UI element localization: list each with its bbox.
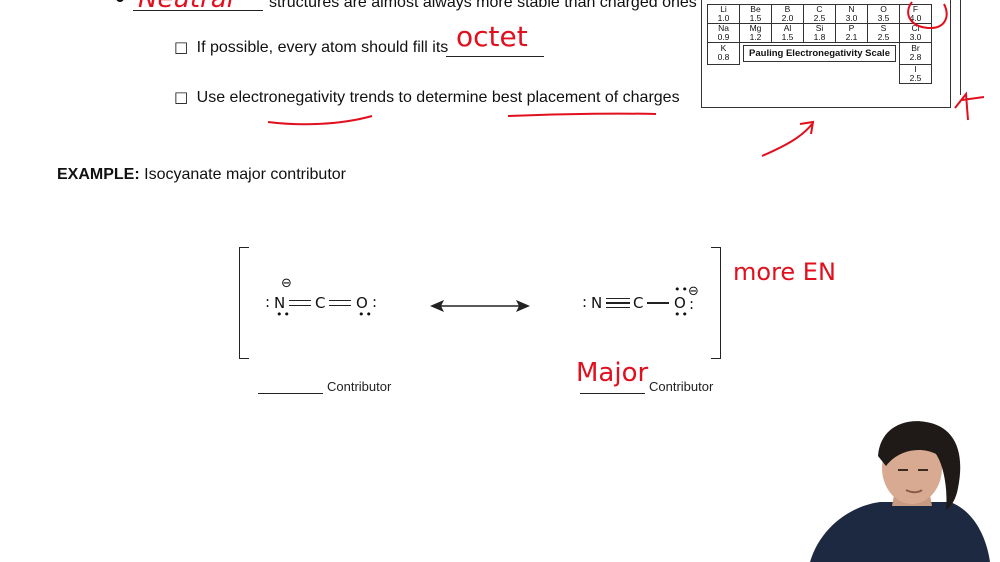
left-molecule: : ⊖ N •• C O •• :: [262, 276, 392, 325]
circle-around-f: [907, 1, 948, 30]
checkbox-icon: □: [174, 38, 189, 56]
left-o-bottom-pair: ••: [358, 308, 373, 321]
more-en-annotation: more EN: [733, 258, 836, 286]
bullet-blank-line: [133, 10, 263, 11]
presenter-video: [810, 421, 990, 562]
underline-electronegativity: [267, 115, 373, 126]
bullet-text: structures are almost always more stable…: [269, 0, 697, 11]
right-bracket: [711, 247, 721, 359]
right-single-bond: [647, 302, 669, 304]
left-n-bottom-pair: ••: [276, 308, 291, 321]
left-contributor-label: Contributor: [327, 379, 392, 394]
left-atom-c: C: [315, 294, 326, 312]
example-label: EXAMPLE:: [57, 166, 140, 183]
left-double-bond-1: [289, 300, 311, 306]
right-o-top-pair: ••: [674, 283, 689, 296]
left-lone-pair-n: :: [265, 293, 271, 311]
underline-placement: [507, 112, 657, 117]
right-contributor-blank: [580, 393, 645, 394]
left-contributor-blank: [258, 393, 323, 394]
right-contributor-label: Contributor: [649, 379, 714, 394]
arrow-to-table: [761, 123, 813, 157]
right-molecule: : N C •• O •• ⊖ :: [580, 280, 710, 325]
right-atom-n: N: [591, 294, 603, 312]
right-lone-pair-n: :: [582, 293, 588, 311]
resonance-arrow: [430, 300, 530, 312]
en-caption-cell: Pauling Electronegativity Scale: [740, 43, 900, 65]
checkbox-icon: □: [174, 88, 189, 106]
right-lone-pair-o: :: [689, 295, 695, 313]
left-bracket: [239, 247, 249, 359]
item1-text: If possible, every atom should fill its: [196, 39, 449, 56]
left-charge: ⊖: [281, 276, 292, 291]
checklist-item-octet: □ If possible, every atom should fill it…: [174, 38, 448, 60]
bullet-dot: [116, 0, 124, 2]
example-text: Isocyanate major contributor: [144, 166, 346, 183]
checklist-item-electronegativity: □ Use electronegativity trends to determ…: [174, 88, 680, 107]
left-lone-pair-o: :: [372, 293, 378, 311]
left-double-bond-2: [329, 300, 351, 306]
en-table-caption: Pauling Electronegativity Scale: [743, 45, 896, 62]
right-margin-scribble: [954, 91, 985, 121]
right-o-bottom-pair: ••: [674, 308, 689, 321]
example-heading: EXAMPLE: Isocyanate major contributor: [57, 166, 346, 184]
item1-blank-line: [446, 56, 544, 57]
right-contributor-answer: Major: [576, 358, 649, 388]
item2-text: Use electronegativity trends to determin…: [196, 89, 680, 106]
left-atom-o: O: [356, 294, 368, 312]
item1-handwritten-answer: octet: [456, 20, 528, 53]
right-atom-c: C: [633, 294, 644, 312]
right-charge: ⊖: [688, 284, 699, 299]
left-atom-n: N: [274, 294, 286, 312]
en-table-side-line: [960, 0, 961, 95]
right-atom-o: O: [674, 294, 686, 312]
right-triple-bond: [606, 298, 630, 308]
